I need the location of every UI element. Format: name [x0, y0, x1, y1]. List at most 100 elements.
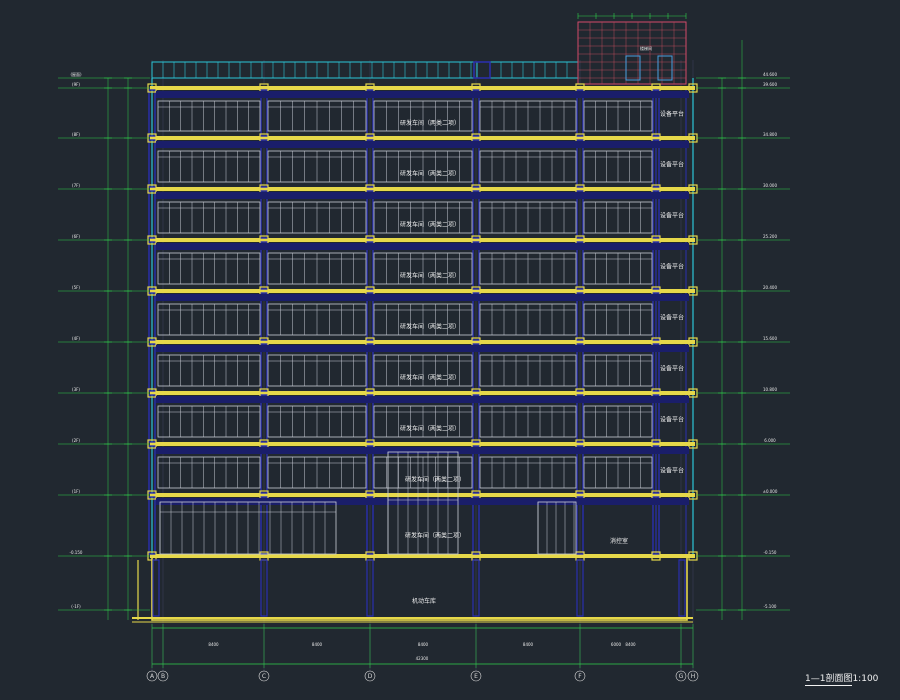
- floor-slab: [150, 340, 695, 344]
- window-frame: [157, 303, 261, 336]
- column: [148, 445, 156, 494]
- column: [472, 292, 480, 341]
- axis-label-B: B: [161, 673, 165, 680]
- elev-left-9: (1F): [72, 489, 80, 494]
- column: [652, 89, 660, 137]
- roof-stair-room: [577, 21, 687, 85]
- column: [652, 394, 660, 443]
- floor-slab: [150, 86, 695, 90]
- floor-slab: [150, 391, 695, 395]
- elev-left-7: (3F): [72, 387, 80, 392]
- dim-text-bay-6: 6000: [611, 642, 622, 647]
- column: [260, 241, 268, 290]
- window-frame: [157, 252, 261, 285]
- room-label-floor-7: 研发车间（两类二项）: [400, 425, 460, 433]
- axis-label-E: E: [474, 673, 478, 680]
- column: [366, 241, 374, 290]
- axis-bubble-A: [146, 670, 158, 682]
- column: [260, 292, 268, 341]
- column: [148, 394, 156, 443]
- column: [472, 139, 480, 188]
- dim-text-bay-5: 8400: [625, 642, 636, 647]
- column: [260, 445, 268, 494]
- elev-left-6: (4F): [72, 336, 80, 341]
- elev-right-8: 6.000: [764, 438, 776, 443]
- room-label-platform-2: 设备平台: [660, 161, 684, 169]
- column: [472, 394, 480, 443]
- floor-slab: [150, 289, 695, 293]
- room-label-platform-7: 设备平台: [660, 416, 684, 424]
- elev-left-0: (屋面): [70, 71, 82, 77]
- window-glazing: [157, 100, 653, 555]
- window-frame: [157, 405, 261, 438]
- dim-text-overall: 42300: [416, 656, 429, 661]
- axis-label-D: D: [368, 673, 373, 680]
- column: [472, 445, 480, 494]
- column: [148, 241, 156, 290]
- room-label-platform-8: 设备平台: [660, 467, 684, 475]
- column: [148, 496, 156, 555]
- beam-band: [156, 345, 689, 352]
- room-label-floor-5: 研发车间（两类二项）: [400, 323, 460, 331]
- floor-slab: [150, 136, 695, 140]
- room-label-floor-9: 研发车间（两类二项）: [405, 532, 465, 540]
- elev-left-2: (8F): [72, 132, 80, 137]
- basement-column: [260, 559, 268, 617]
- column: [576, 445, 584, 494]
- dim-text-bay-3: 8400: [418, 642, 429, 647]
- window-frame: [157, 100, 261, 132]
- column: [576, 394, 584, 443]
- elev-right-6: 15.600: [763, 336, 777, 341]
- window-frame: [157, 354, 261, 387]
- elev-right-10: -0.150: [764, 550, 777, 555]
- elev-right-11: -5.100: [764, 604, 777, 609]
- window-frame: [157, 456, 261, 489]
- room-label-platform-5: 设备平台: [660, 314, 684, 322]
- room-label-floor-2: 研发车间（两类二项）: [400, 170, 460, 178]
- column: [260, 139, 268, 188]
- drawing-scale: 1:100: [852, 674, 879, 684]
- room-label-floor-6: 研发车间（两类二项）: [400, 374, 460, 382]
- elev-right-0: 44.600: [763, 72, 777, 77]
- basement-column: [366, 559, 374, 617]
- elev-right-7: 10.800: [763, 387, 777, 392]
- room-labels: 研发车间（两类二项） 研发车间（两类二项） 研发车间（两类二项） 研发车间（两类二项）…: [400, 110, 684, 605]
- roof-hatch: [473, 61, 491, 79]
- elev-left-4: (6F): [72, 234, 80, 239]
- drawing-title-block: 1—1剖面图1:100: [805, 671, 879, 686]
- column: [576, 496, 584, 555]
- roof-door-right: [657, 55, 673, 81]
- basement-column: [576, 559, 584, 617]
- elev-left-1: (9F): [72, 82, 80, 87]
- drawing-title: 1—1剖面图: [805, 674, 853, 686]
- column: [366, 292, 374, 341]
- room-label-floor-4: 研发车间（两类二项）: [400, 272, 460, 280]
- column: [366, 496, 374, 555]
- column: [652, 496, 660, 555]
- elev-right-1: 39.600: [763, 82, 777, 87]
- column: [472, 496, 480, 555]
- window-frame: [157, 150, 261, 183]
- floor-slab: [150, 238, 695, 242]
- floor-slab: [150, 442, 695, 446]
- column: [148, 343, 156, 392]
- axis-label-G: G: [679, 673, 684, 680]
- elev-left-3: (7F): [72, 183, 80, 188]
- room-label-platform-3: 设备平台: [660, 212, 684, 220]
- elev-right-5: 20.400: [763, 285, 777, 290]
- room-label-floor-3: 研发车间（两类二项）: [400, 221, 460, 229]
- axis-bubble-E: [470, 670, 482, 682]
- column: [576, 190, 584, 239]
- dim-text-bay-2: 8400: [312, 642, 323, 647]
- room-label-floor-1: 研发车间（两类二项）: [400, 119, 460, 127]
- axis-bubble-G: [675, 670, 687, 682]
- basement-column: [152, 559, 160, 617]
- beam-band: [156, 91, 689, 98]
- column: [652, 139, 660, 188]
- column: [472, 190, 480, 239]
- column: [652, 241, 660, 290]
- column: [366, 343, 374, 392]
- basement-box: [151, 555, 688, 621]
- floor-slab: [150, 187, 695, 191]
- room-label-platform-4: 设备平台: [660, 263, 684, 271]
